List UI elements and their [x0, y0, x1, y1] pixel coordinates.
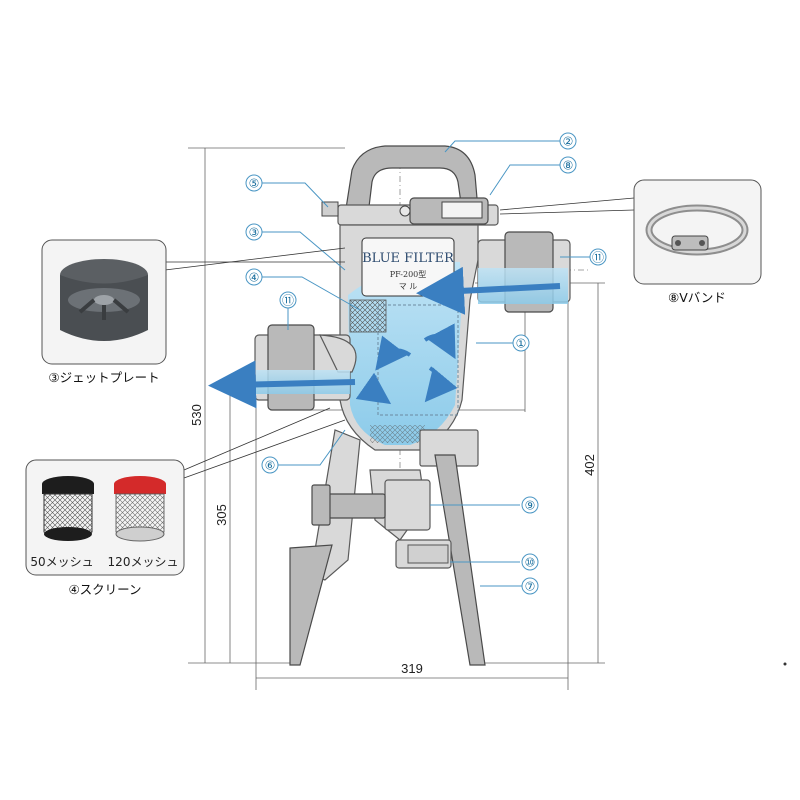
dim-319: 319: [401, 661, 423, 676]
callout-11-right: ⑪: [589, 248, 607, 266]
callout-circles: ① ② ③ ④ ⑤ ⑥ ⑦ ⑧ ⑨ ⑩ ⑪ ⑪: [245, 132, 607, 595]
callout-5: ⑤: [245, 174, 263, 192]
mesh-50-label: 50メッシュ: [30, 555, 93, 569]
callout-9: ⑨: [521, 496, 539, 514]
filter-body: [321, 145, 499, 451]
svg-text:⑨: ⑨: [525, 499, 536, 513]
svg-text:⑦: ⑦: [525, 580, 536, 594]
svg-text:⑪: ⑪: [282, 294, 294, 308]
dim-530: 530: [189, 404, 204, 426]
callout-leaders: [260, 140, 590, 587]
mesh-120-label: 120メッシュ: [108, 555, 179, 569]
label-plate-maker: マ ル: [399, 282, 418, 291]
callout-11-left: ⑪: [279, 291, 297, 309]
callout-8: ⑧: [559, 156, 577, 174]
jet-plate-caption: ③ジェットプレート: [48, 370, 159, 385]
drain-and-stand: [289, 429, 486, 666]
screen-caption: ④スクリーン: [68, 582, 141, 597]
svg-text:⑩: ⑩: [525, 556, 536, 570]
callout-10: ⑩: [521, 553, 539, 571]
inlet-pipe: [477, 231, 571, 313]
svg-text:④: ④: [249, 271, 260, 285]
callout-7: ⑦: [521, 577, 539, 595]
svg-text:⑤: ⑤: [249, 177, 260, 191]
svg-text:⑪: ⑪: [592, 251, 604, 265]
outlet-pipe: [254, 324, 357, 411]
flow-arrows: [208, 266, 561, 409]
dim-402: 402: [582, 454, 597, 476]
vband-inset: [499, 179, 762, 285]
callout-1: ①: [512, 334, 530, 352]
svg-text:⑧: ⑧: [563, 159, 574, 173]
corner-dot: [783, 662, 787, 666]
svg-text:①: ①: [516, 337, 527, 351]
callout-4: ④: [245, 268, 263, 286]
screen-inset: [25, 407, 346, 576]
label-plate: BLUE FILTER PF-200型 マ ル: [361, 237, 455, 297]
label-plate-model: PF-200型: [390, 270, 427, 279]
callout-2: ②: [559, 132, 577, 150]
jet-plate-inset: [41, 239, 346, 365]
svg-text:③: ③: [249, 226, 260, 240]
vband-caption: ⑧Vバンド: [668, 290, 726, 305]
callout-3: ③: [245, 223, 263, 241]
label-plate-title: BLUE FILTER: [362, 251, 455, 266]
dim-305: 305: [214, 504, 229, 526]
callout-6: ⑥: [261, 456, 279, 474]
svg-text:②: ②: [563, 135, 574, 149]
svg-text:⑥: ⑥: [265, 459, 276, 473]
